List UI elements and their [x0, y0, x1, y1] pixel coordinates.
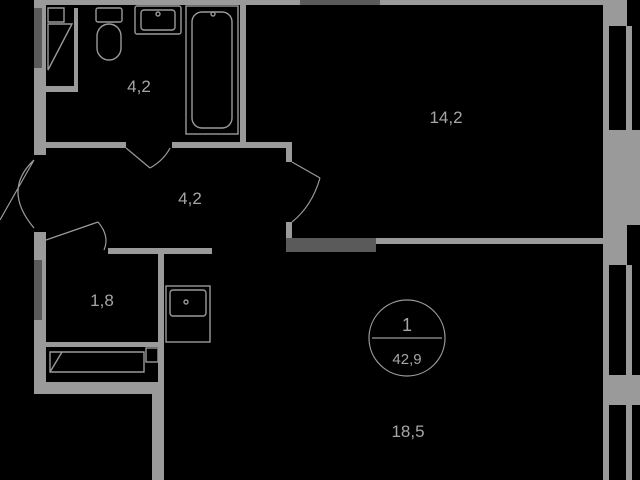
top-wall-window: [300, 0, 380, 5]
window-frame-5: [603, 405, 609, 480]
shelf-diagonal: [49, 351, 63, 373]
toilet-shelf: [46, 342, 158, 347]
shelf-box: [145, 347, 159, 363]
entrance-column: [152, 382, 164, 480]
toilet-right-wall: [158, 248, 164, 382]
right-wall-segment: [603, 0, 627, 26]
left-wall-shaft: [34, 8, 42, 68]
small-sink-icon: [165, 285, 211, 343]
window-frame-2: [626, 26, 632, 136]
toilet-door: [45, 221, 107, 251]
sink-icon: [134, 5, 182, 35]
living-area-label: 18,5: [391, 422, 424, 441]
window-frame-1: [603, 26, 609, 136]
bath-bottom-wall-left: [46, 142, 126, 148]
toilet-icon: [95, 7, 123, 61]
fixtures: [47, 5, 239, 373]
window-frame-6: [626, 405, 632, 480]
toilet-area-label: 1,8: [90, 291, 114, 310]
doors: [0, 147, 321, 251]
hall-wall-upper: [286, 142, 292, 162]
right-pier: [603, 130, 640, 225]
rooms-count: 1: [402, 315, 412, 335]
cabinet-side: [74, 8, 78, 92]
bath-bedroom-divider: [240, 0, 246, 148]
badge-circle: [368, 299, 446, 377]
total-area: 42,9: [392, 351, 421, 368]
bedroom-living-divider: [376, 238, 603, 244]
right-pier-2: [603, 375, 640, 405]
shelf-icon: [49, 351, 145, 373]
laundry-icon: [47, 23, 74, 71]
entrance-door: [0, 159, 35, 229]
cabinet-icon: [47, 7, 65, 23]
bottom-left-wall: [34, 382, 164, 394]
bathroom-area-label: 4,2: [127, 77, 151, 96]
interior-walls: [46, 0, 603, 382]
cabinet-wall: [46, 86, 76, 92]
bedroom-door: [291, 161, 321, 223]
right-wall-segment-2: [603, 225, 627, 265]
bath-door: [125, 147, 171, 169]
hall-wall-lower: [286, 222, 292, 240]
apartment-badge: 1 42,9: [368, 299, 446, 377]
hallway-area-label: 4,2: [178, 189, 202, 208]
window-frame-3: [603, 265, 609, 375]
exterior-walls: [34, 0, 640, 480]
left-wall-shaft-2: [34, 260, 42, 320]
window-frame-4: [626, 265, 632, 375]
bathtub-icon: [185, 5, 239, 135]
bath-bottom-wall-right: [172, 142, 292, 148]
bedroom-living-divider-dark: [286, 238, 376, 252]
bedroom-area-label: 14,2: [429, 108, 462, 127]
